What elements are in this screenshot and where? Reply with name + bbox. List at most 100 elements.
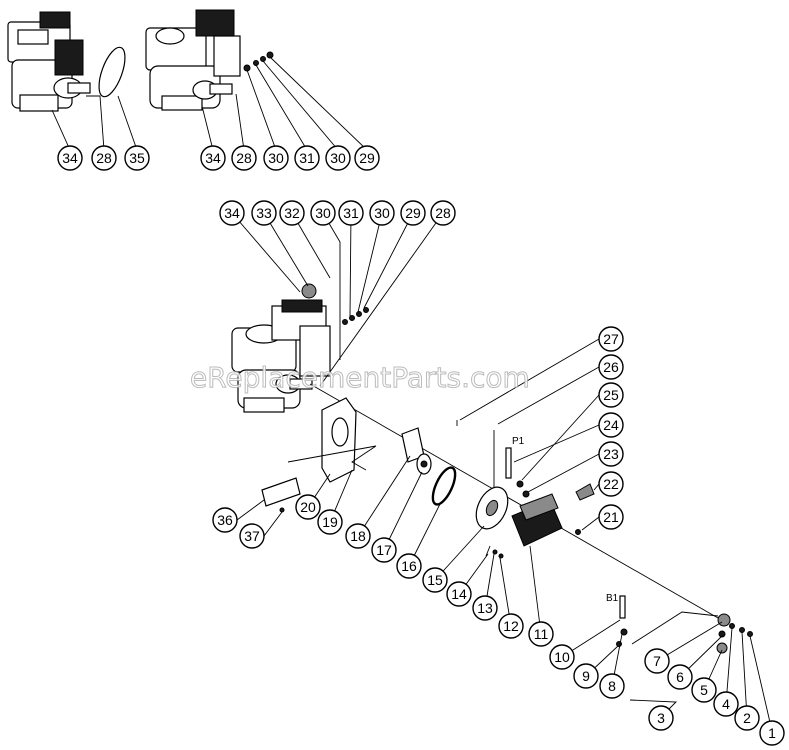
callout-25[interactable]: 25 (598, 382, 624, 408)
svg-text:29: 29 (359, 150, 375, 166)
callout-10[interactable]: 10 (549, 644, 575, 670)
svg-text:30: 30 (374, 205, 390, 221)
callout-11[interactable]: 11 (528, 621, 554, 647)
callout-7[interactable]: 7 (644, 648, 670, 674)
callout-9[interactable]: 9 (573, 663, 599, 689)
svg-text:30: 30 (330, 150, 346, 166)
pulley (416, 453, 432, 475)
callout-27[interactable]: 27 (598, 326, 624, 352)
callout-23[interactable]: 23 (598, 441, 624, 467)
svg-text:37: 37 (244, 528, 260, 544)
callout-28[interactable]: 28 (91, 145, 117, 171)
svg-text:33: 33 (256, 205, 272, 221)
callout-30[interactable]: 30 (325, 145, 351, 171)
callout-4[interactable]: 4 (713, 691, 739, 717)
callout-29[interactable]: 29 (400, 200, 426, 226)
svg-text:34: 34 (62, 150, 78, 166)
callout-15[interactable]: 15 (422, 567, 448, 593)
callout-2[interactable]: 2 (734, 705, 760, 731)
callout-18[interactable]: 18 (345, 523, 371, 549)
small-bracket (261, 477, 301, 513)
callout-20[interactable]: 20 (295, 494, 321, 520)
svg-text:2: 2 (743, 710, 751, 726)
callout-31[interactable]: 31 (294, 145, 320, 171)
svg-text:26: 26 (603, 359, 619, 375)
callout-31[interactable]: 31 (338, 200, 364, 226)
callout-32[interactable]: 32 (279, 200, 305, 226)
svg-text:1: 1 (768, 725, 776, 741)
flange (475, 486, 509, 530)
label-b1: B1 (606, 593, 619, 604)
callout-22[interactable]: 22 (598, 471, 624, 497)
bracket (287, 445, 377, 471)
screws (485, 545, 504, 559)
callout-28[interactable]: 28 (231, 145, 257, 171)
callout-30[interactable]: 30 (310, 200, 336, 226)
svg-text:20: 20 (300, 499, 316, 515)
svg-text:23: 23 (603, 446, 619, 462)
svg-text:22: 22 (603, 476, 619, 492)
svg-text:4: 4 (722, 696, 730, 712)
svg-text:32: 32 (284, 205, 300, 221)
callout-5[interactable]: 5 (691, 677, 717, 703)
watermark: eReplacementParts.com (190, 361, 530, 394)
label-p1: P1 (512, 436, 525, 447)
svg-text:3: 3 (657, 710, 665, 726)
leaders-top-left (51, 95, 138, 151)
callout-29[interactable]: 29 (354, 145, 380, 171)
callout-30[interactable]: 30 (369, 200, 395, 226)
callout-34[interactable]: 34 (200, 145, 226, 171)
callout-19[interactable]: 19 (317, 509, 343, 535)
svg-text:35: 35 (129, 150, 145, 166)
svg-text:28: 28 (435, 205, 451, 221)
svg-text:31: 31 (299, 150, 315, 166)
svg-text:28: 28 (96, 150, 112, 166)
svg-text:18: 18 (350, 528, 366, 544)
svg-text:6: 6 (676, 669, 684, 685)
callout-16[interactable]: 16 (396, 553, 422, 579)
rod-p1 (505, 447, 512, 479)
callout-34[interactable]: 34 (219, 200, 245, 226)
svg-text:29: 29 (405, 205, 421, 221)
callout-33[interactable]: 33 (251, 200, 277, 226)
callout-28[interactable]: 28 (430, 200, 456, 226)
callout-17[interactable]: 17 (371, 537, 397, 563)
engine-variant-belt (7, 11, 126, 112)
svg-text:9: 9 (582, 668, 590, 684)
callout-35[interactable]: 35 (124, 145, 150, 171)
callout-3[interactable]: 3 (648, 705, 674, 731)
svg-text:34: 34 (224, 205, 240, 221)
svg-text:15: 15 (427, 572, 443, 588)
callout-34[interactable]: 34 (57, 145, 83, 171)
svg-text:30: 30 (315, 205, 331, 221)
svg-text:5: 5 (700, 682, 708, 698)
main-engine (231, 283, 369, 413)
svg-text:10: 10 (554, 649, 570, 665)
callout-30[interactable]: 30 (263, 145, 289, 171)
svg-text:11: 11 (534, 626, 549, 642)
callout-24[interactable]: 24 (598, 412, 624, 438)
svg-text:14: 14 (451, 586, 467, 602)
belt (431, 466, 457, 506)
svg-text:25: 25 (603, 387, 619, 403)
callout-21[interactable]: 21 (598, 504, 624, 530)
callout-1[interactable]: 1 (759, 720, 785, 746)
callout-6[interactable]: 6 (667, 664, 693, 690)
mounting-plate (321, 397, 357, 483)
callout-36[interactable]: 36 (212, 507, 238, 533)
callout-13[interactable]: 13 (472, 595, 498, 621)
svg-text:19: 19 (322, 514, 338, 530)
callout-26[interactable]: 26 (598, 354, 624, 380)
callout-14[interactable]: 14 (446, 581, 472, 607)
callout-8[interactable]: 8 (599, 673, 625, 699)
callouts: 34 28 35 34 28 30 31 30 29 34 33 32 30 3… (57, 145, 785, 746)
engine-variant-shaft (145, 9, 274, 111)
leaders-top-middle (201, 56, 368, 151)
svg-text:24: 24 (603, 417, 619, 433)
callout-37[interactable]: 37 (239, 523, 265, 549)
svg-text:21: 21 (603, 509, 619, 525)
callout-12[interactable]: 12 (498, 613, 524, 639)
svg-text:13: 13 (477, 600, 493, 616)
